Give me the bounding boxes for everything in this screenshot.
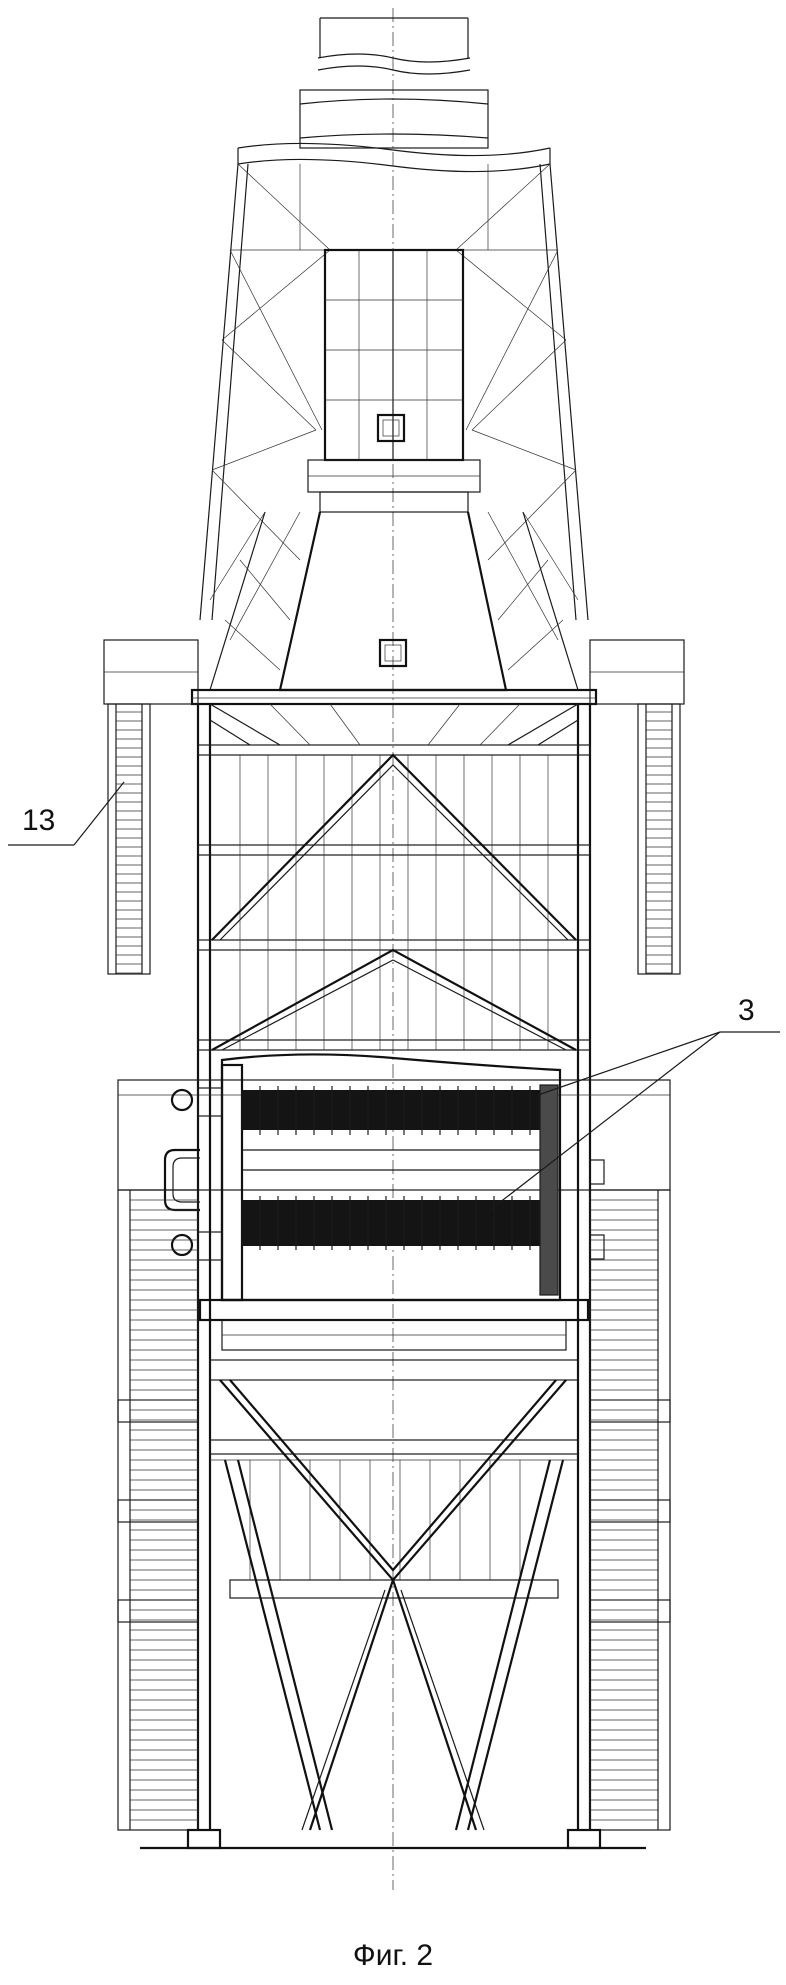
figure-caption: Фиг. 2 xyxy=(353,1939,433,1972)
stack-top xyxy=(238,18,550,172)
hatch-upper xyxy=(378,415,404,441)
heat-exchanger-module xyxy=(118,1054,670,1350)
callout-13-label: 13 xyxy=(22,804,55,837)
upper-truss-tower xyxy=(200,164,588,620)
lower-side-structures xyxy=(118,1190,670,1830)
callout-13: 13 xyxy=(8,782,124,845)
upper-housing xyxy=(308,250,480,512)
main-frame xyxy=(198,704,590,1830)
stair-right xyxy=(638,704,680,974)
callout-3-label: 3 xyxy=(738,994,755,1027)
stair-left xyxy=(108,704,150,974)
transition-cone xyxy=(192,512,596,704)
